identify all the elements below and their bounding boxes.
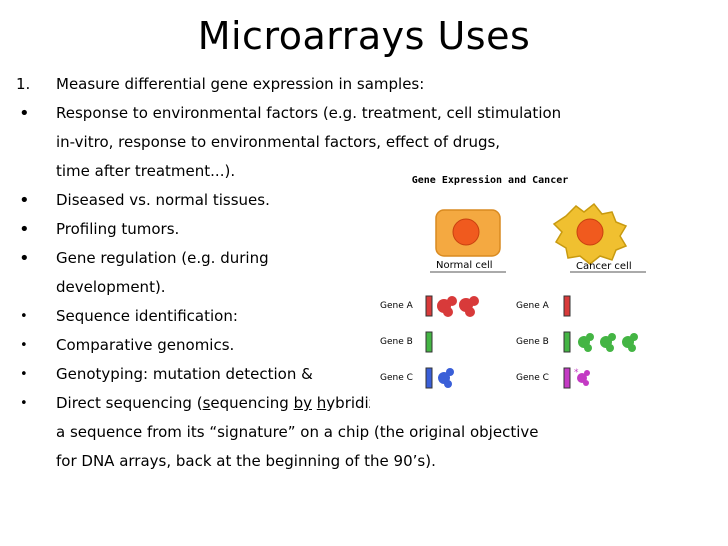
list-item-text: in-vitro, response to environmental fact…	[56, 133, 501, 151]
gene-expression-figure: Gene Expression and Cancer	[370, 170, 660, 410]
list-marker: 1.	[16, 75, 31, 93]
list-marker: •	[19, 190, 30, 211]
gene-label-a: Gene A	[516, 301, 549, 311]
list-marker: •	[19, 219, 30, 240]
figure-drawing: *	[425, 202, 646, 389]
mutation-star-icon: *	[574, 368, 579, 378]
gene-label-a: Gene A	[380, 301, 413, 311]
list-item-text: for DNA arrays, back at the beginning of…	[56, 452, 436, 470]
gene-b-bar	[563, 331, 571, 353]
gene-b-bar	[425, 331, 433, 353]
list-marker: •	[20, 396, 28, 411]
list-item: • Response to environmental factors (e.g…	[16, 99, 706, 186]
list-item: 1. Measure differential gene expression …	[16, 70, 706, 99]
gene-c-bar	[425, 367, 433, 389]
text-run-underlined: by	[293, 394, 312, 412]
list-marker: •	[20, 338, 28, 353]
normal-cell-caption: Normal cell	[436, 260, 493, 271]
list-marker: •	[20, 309, 28, 324]
list-item-text: Comparative genomics.	[56, 336, 235, 354]
list-item: • Genotyping: mutation detection &	[16, 360, 706, 389]
slide-title: Microarrays Uses	[197, 14, 531, 58]
list-item-text: Profiling tumors.	[56, 220, 180, 238]
list-marker: •	[20, 367, 28, 382]
gene-b-expression-cancer	[578, 333, 638, 352]
gene-a-expression-normal	[437, 296, 479, 317]
list-item-text: Response to environmental factors (e.g. …	[56, 104, 562, 122]
gene-a-bar	[563, 295, 571, 317]
list-item-text: Measure differential gene expression in …	[56, 75, 425, 93]
list-item-text: development).	[56, 278, 166, 296]
gene-label-b: Gene B	[380, 337, 413, 347]
list-item-text: a sequence from its “signature” on a chi…	[56, 423, 539, 441]
list-item-text: Gene regulation (e.g. during	[56, 249, 269, 267]
list-item-text: Diseased vs. normal tissues.	[56, 191, 270, 209]
gene-label-c: Gene C	[380, 373, 413, 383]
list-marker: •	[19, 103, 30, 124]
list-item: • Sequence identification:	[16, 302, 706, 331]
list-item-text: time after treatment...).	[56, 162, 236, 180]
cancer-cell-icon	[552, 202, 628, 265]
text-run: equencing	[210, 394, 294, 412]
gene-label-c: Gene C	[516, 373, 549, 383]
cancer-cell-caption: Cancer cell	[576, 261, 632, 272]
list-item: • Comparative genomics.	[16, 331, 706, 360]
normal-cell-icon	[435, 209, 501, 257]
text-run-underlined: h	[316, 394, 327, 412]
gene-a-bar	[425, 295, 433, 317]
figure-title: Gene Expression and Cancer	[411, 175, 569, 186]
list-item-text: Genotyping: mutation detection &	[56, 365, 313, 383]
gene-c-expression-cancer	[577, 370, 590, 386]
gene-c-expression-normal	[438, 368, 454, 388]
gene-c-bar	[563, 367, 571, 389]
list-item-text: Sequence identification:	[56, 307, 238, 325]
text-run-underlined: s	[202, 394, 211, 412]
gene-label-b: Gene B	[516, 337, 549, 347]
list-marker: •	[19, 248, 30, 269]
list-item: • Profiling tumors.	[16, 215, 706, 244]
list-item: • Diseased vs. normal tissues.	[16, 186, 706, 215]
list-item: • Gene regulation (e.g. during developme…	[16, 244, 706, 302]
text-run: Direct sequencing (	[56, 394, 203, 412]
